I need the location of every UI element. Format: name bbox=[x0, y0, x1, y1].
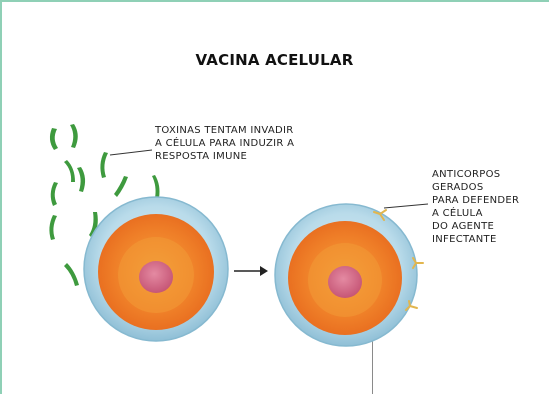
toxin bbox=[50, 128, 58, 150]
antibodies-leader-line bbox=[384, 204, 428, 208]
transition-arrow bbox=[234, 266, 268, 276]
cell-before bbox=[84, 197, 228, 341]
toxin bbox=[64, 160, 75, 182]
cell-nucleus bbox=[328, 266, 362, 298]
toxin bbox=[100, 152, 108, 178]
toxins-label: TOXINAS TENTAM INVADIR A CÉLULA PARA IND… bbox=[155, 124, 345, 163]
toxin bbox=[49, 215, 57, 240]
toxin bbox=[77, 167, 85, 192]
toxin bbox=[70, 124, 78, 148]
toxins-leader-line bbox=[110, 150, 152, 155]
toxin bbox=[64, 263, 79, 286]
cell-after bbox=[275, 204, 417, 346]
toxin bbox=[152, 175, 160, 198]
toxin bbox=[51, 182, 58, 206]
antibodies-label: ANTICORPOS GERADOS PARA DEFENDER A CÉLUL… bbox=[432, 168, 547, 246]
cell-nucleus bbox=[139, 261, 173, 293]
toxin bbox=[114, 176, 128, 197]
